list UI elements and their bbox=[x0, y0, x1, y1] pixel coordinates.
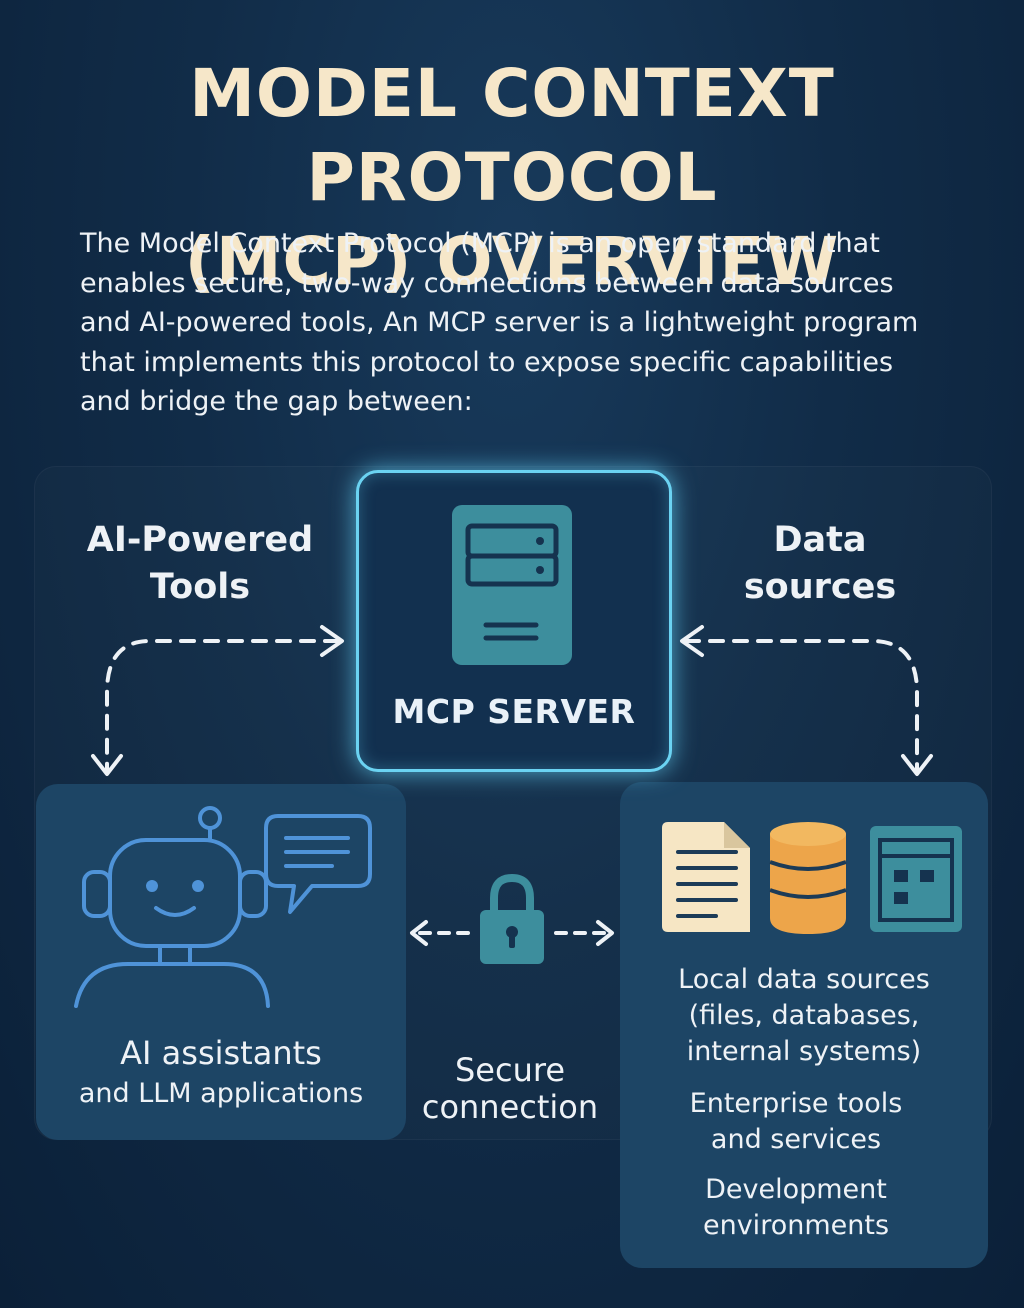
data-source-item: Enterprise tools and services bbox=[612, 1086, 980, 1158]
data-source-item-line: Local data sources bbox=[678, 964, 930, 995]
data-source-item-line: (files, databases, bbox=[688, 1000, 920, 1031]
ai-assistants-title: AI assistants bbox=[120, 1034, 322, 1072]
secure-connection-line-2: connection bbox=[421, 1088, 599, 1126]
data-source-item-line: environments bbox=[702, 1210, 890, 1241]
intro-paragraph: The Model Context Protocol (MCP) is an o… bbox=[80, 224, 960, 422]
ai-assistants-subtitle: and LLM applications bbox=[78, 1078, 364, 1109]
database-icon bbox=[769, 822, 847, 934]
mcp-server-label: MCP SERVER bbox=[392, 692, 636, 731]
left-connector-arrow bbox=[91, 625, 344, 776]
document-icon bbox=[662, 822, 750, 932]
data-sources-header-line-2: sources bbox=[743, 567, 897, 607]
intro-line: enables secure, two-way connections betw… bbox=[80, 267, 894, 299]
intro-line: and AI-powered tools, An MCP server is a… bbox=[80, 307, 919, 338]
server-icon bbox=[452, 505, 572, 665]
lock-icon bbox=[480, 873, 544, 964]
data-source-item-line: and services bbox=[710, 1124, 882, 1155]
data-sources-header-line-1: Data bbox=[773, 520, 867, 560]
title-line-1: MODEL CONTEXT PROTOCOL bbox=[189, 55, 835, 216]
data-source-item-line: Enterprise tools bbox=[689, 1088, 903, 1119]
intro-line: The Model Context Protocol (MCP) is an o… bbox=[80, 228, 880, 259]
data-source-item-line: Development bbox=[705, 1174, 887, 1205]
data-source-item: Local data sources (files, databases, in… bbox=[620, 962, 988, 1070]
data-source-item: Development environments bbox=[612, 1172, 980, 1244]
page-title: MODEL CONTEXT PROTOCOL (MCP) OVERVIEW bbox=[0, 52, 1024, 304]
secure-connection-line-1: Secure bbox=[454, 1051, 565, 1089]
ai-tools-header: AI-Powered Tools bbox=[60, 517, 340, 611]
title-line-2: (MCP) OVERVIEW bbox=[184, 223, 840, 300]
data-source-item-line: internal systems) bbox=[686, 1036, 922, 1067]
robot-icon bbox=[74, 806, 270, 1008]
right-connector-arrow bbox=[680, 625, 933, 776]
intro-line: and bridge the gap between: bbox=[80, 386, 473, 417]
window-icon bbox=[870, 826, 962, 932]
ai-tools-header-line-1: AI-Powered bbox=[86, 520, 314, 560]
ai-tools-header-line-2: Tools bbox=[149, 567, 251, 607]
ai-assistants-label: AI assistants and LLM applications bbox=[36, 1032, 406, 1114]
data-sources-header: Data sources bbox=[690, 517, 950, 611]
chat-bubble-icon bbox=[264, 814, 372, 914]
diagram-panel bbox=[34, 466, 992, 1140]
secure-connection-label: Secure connection bbox=[410, 1052, 610, 1126]
secure-connection-arrow bbox=[410, 920, 614, 946]
intro-line: that implements this protocol to expose … bbox=[80, 346, 894, 378]
